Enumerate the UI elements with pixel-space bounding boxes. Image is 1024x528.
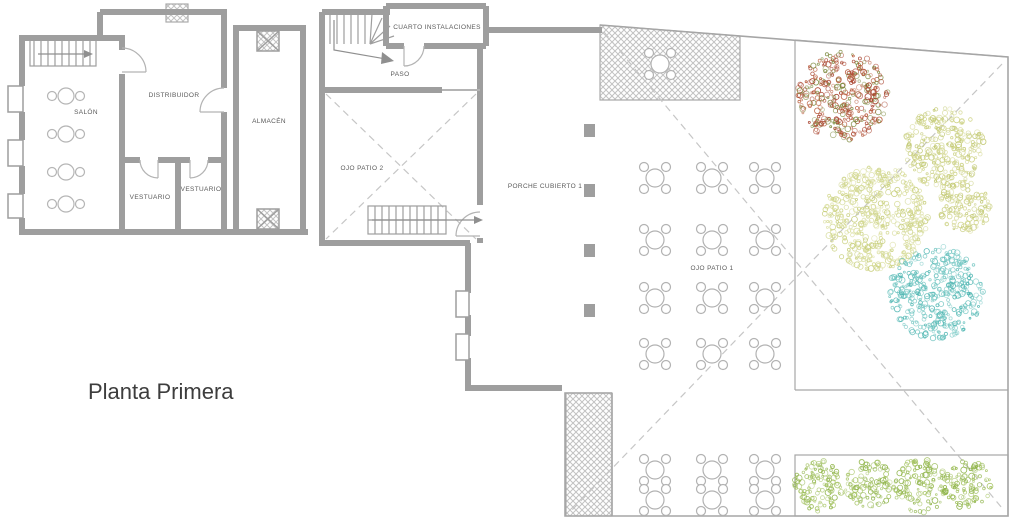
- shaft-top-icon: [256, 30, 280, 52]
- dining-table-icon: [46, 87, 86, 105]
- pillars: [584, 124, 595, 317]
- window: [455, 290, 470, 318]
- room-label-cuarto-instalaciones: CUARTO INSTALACIONES: [393, 24, 481, 31]
- paso-stairs: [329, 13, 395, 64]
- dining-table-icon: [46, 163, 86, 181]
- hatched-areas: [165, 3, 741, 517]
- pergola-hatch: [599, 24, 741, 101]
- window: [7, 85, 24, 113]
- patio-table-icon: [748, 223, 782, 257]
- salon-tables: [46, 87, 86, 213]
- room-label-salon: SALÓN: [74, 107, 98, 116]
- stairs: [29, 13, 483, 235]
- window: [455, 333, 470, 361]
- patio-table-icon: [638, 223, 672, 257]
- patio-table-icon: [748, 161, 782, 195]
- room-label-porche-cubierto-1: PORCHE CUBIERTO 1: [508, 183, 582, 190]
- room-label-almacen: ALMACÉN: [252, 116, 286, 125]
- patio-table-icon: [695, 223, 729, 257]
- room-label-vestuario-right: VESTUARIO: [181, 186, 222, 193]
- window: [7, 193, 24, 219]
- patio-table-icon: [695, 483, 729, 517]
- pillar: [584, 184, 595, 197]
- room-label-vestuario-left: VESTUARIO: [130, 194, 171, 201]
- patio-table-icon: [748, 337, 782, 371]
- patio2-stairs: [367, 205, 483, 235]
- patio-table-icon: [638, 453, 672, 487]
- ramp-hatch: [565, 392, 613, 517]
- thin-lines: [21, 86, 480, 358]
- room-label-paso: PASO: [391, 71, 410, 78]
- tree-green-large: [821, 165, 931, 272]
- windows: [7, 85, 470, 361]
- patio-table-icon: [638, 337, 672, 371]
- plan-title: Planta Primera: [88, 379, 234, 404]
- room-label-ojo-patio-1: OJO PATIO 1: [691, 265, 734, 272]
- bush-4: [941, 459, 994, 510]
- window: [7, 139, 24, 167]
- trees-layer: [792, 49, 994, 516]
- tree-red: [795, 49, 891, 143]
- patio-table-icon: [748, 483, 782, 517]
- door-arcs: [121, 45, 481, 237]
- patio-tables: [638, 47, 782, 517]
- room-labels: SALÓN DISTRIBUIDOR VESTUARIO VESTUARIO A…: [74, 24, 733, 272]
- bush-2: [845, 458, 893, 509]
- walls: [19, 3, 602, 391]
- tree-bed-outline: [794, 39, 1009, 391]
- salon-stairs: [29, 39, 97, 67]
- shaft-bottom-icon: [256, 208, 280, 230]
- patio-table-icon: [695, 281, 729, 315]
- patio-table-icon: [638, 483, 672, 517]
- pillar: [584, 244, 595, 257]
- bush-3: [890, 457, 949, 516]
- patio-table-icon: [638, 161, 672, 195]
- tree-yellow-upper: [903, 106, 987, 191]
- dining-table-icon: [46, 195, 86, 213]
- patio-boundary: [564, 24, 1009, 517]
- room-label-ojo-patio-2: OJO PATIO 2: [341, 165, 384, 172]
- tree-teal: [887, 244, 986, 342]
- patio-table-icon: [638, 281, 672, 315]
- dining-table-icon: [46, 125, 86, 143]
- pillar: [584, 304, 595, 317]
- bush-1: [792, 458, 848, 514]
- patio-table-icon: [695, 161, 729, 195]
- dashed-guides: [325, 31, 1003, 511]
- pillar: [584, 124, 595, 137]
- tree-yellow-lower: [938, 180, 993, 234]
- patio-table-icon: [695, 453, 729, 487]
- bush-bed-outline: [794, 454, 1009, 517]
- shafts: [256, 30, 280, 230]
- patio-table-icon: [748, 453, 782, 487]
- room-label-distribuidor: DISTRIBUIDOR: [149, 92, 200, 99]
